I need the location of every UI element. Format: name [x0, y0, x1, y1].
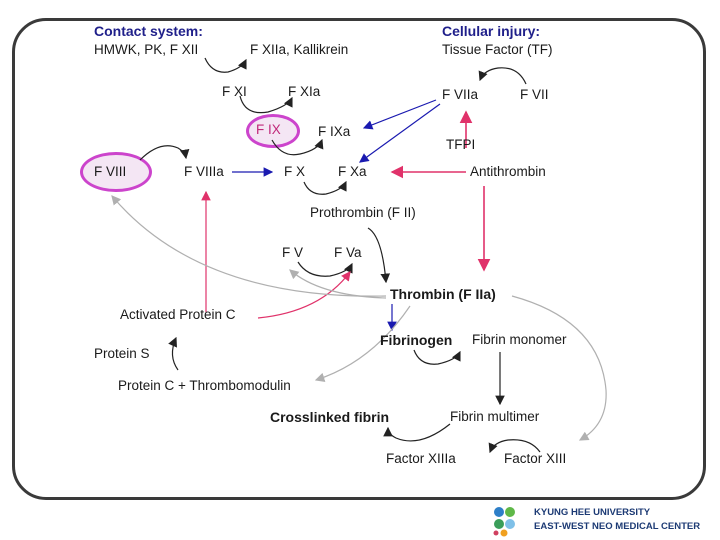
arrow-fviii-activation: [139, 145, 190, 161]
protein-s: Protein S: [94, 346, 150, 361]
factor-va: F Va: [334, 245, 362, 260]
arrow-protein-s: [168, 336, 179, 371]
protein-c-thrombomodulin: Protein C + Thrombomodulin: [118, 378, 291, 393]
arrow-fibrinogen: [413, 349, 461, 365]
arrow-thrombin-viii: [111, 195, 387, 297]
tissue-factor: Tissue Factor (TF): [442, 42, 553, 57]
factor-viia: F VIIa: [442, 87, 479, 102]
fibrinogen: Fibrinogen: [380, 332, 453, 348]
fibrin-multimer: Fibrin multimer: [450, 409, 540, 424]
factor-xiii: Factor XIII: [504, 451, 567, 466]
crosslinked-fibrin: Crosslinked fibrin: [270, 409, 390, 425]
activated-protein-c: Activated Protein C: [120, 307, 236, 322]
arrow-xiii-activation: [488, 439, 541, 454]
arrow-fxii-activation: [204, 57, 247, 73]
fibrin-monomer: Fibrin monomer: [472, 332, 567, 347]
arrow-apc-va: [257, 271, 351, 319]
factor-xia: F XIa: [288, 84, 321, 99]
contact-system-title: Contact system:: [94, 23, 203, 39]
arrow-multimer-crosslinked: [383, 423, 451, 442]
contact-activated: F XIIa, Kallikrein: [250, 42, 349, 57]
arrow-thrombin-pc: [314, 305, 411, 382]
factor-v: F V: [282, 245, 304, 260]
arrow-fx-activation: [303, 180, 347, 195]
antithrombin: Antithrombin: [470, 164, 546, 179]
factor-vii: F VII: [520, 87, 549, 102]
prothrombin: Prothrombin (F II): [310, 205, 416, 220]
cellular-injury-title: Cellular injury:: [442, 23, 541, 39]
f-viii-highlight: [80, 152, 152, 192]
factor-xa: F Xa: [338, 164, 367, 179]
slide-frame: [12, 18, 706, 500]
factor-viiia: F VIIIa: [184, 164, 224, 179]
factor-viii: F VIII: [94, 164, 127, 179]
arrow-fv-activation: [297, 261, 353, 277]
arrow-fix-activation: [271, 138, 324, 156]
arrow-thrombin-v: [289, 269, 387, 299]
arrow-prothrombin: [367, 227, 391, 284]
arrow-fxi-activation: [239, 95, 293, 114]
factor-x: F X: [284, 164, 306, 179]
contact-factors: HMWK, PK, F XII: [94, 42, 199, 57]
tfpi: TFPI: [446, 137, 476, 152]
arrow-viia-to-ixa: [362, 99, 437, 130]
factor-xiiia: Factor XIIIa: [386, 451, 456, 466]
factor-ixa: F IXa: [318, 124, 351, 139]
factor-xi: F XI: [222, 84, 247, 99]
arrow-viia-to-xa: [359, 103, 441, 163]
hospital-logo: [493, 507, 515, 537]
logo-line-1: KYUNG HEE UNIVERSITY: [534, 507, 651, 518]
arrow-fvii-activation: [478, 67, 527, 85]
thrombin: Thrombin (F IIa): [390, 286, 496, 302]
logo-line-2: EAST-WEST NEO MEDICAL CENTER: [534, 521, 701, 532]
arrow-thrombin-xiii: [511, 295, 607, 441]
factor-ix: F IX: [256, 122, 281, 137]
